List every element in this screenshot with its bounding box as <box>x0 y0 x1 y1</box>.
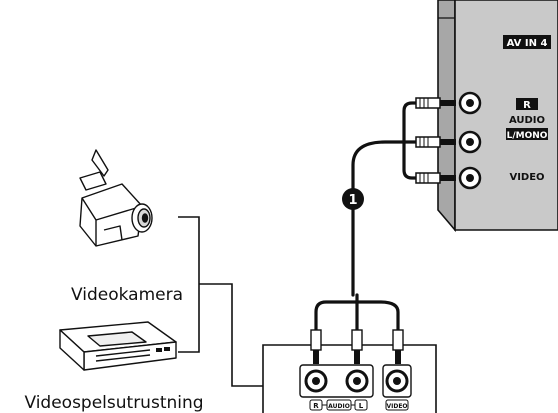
tv-plug-video <box>415 172 456 184</box>
vcr-icon <box>59 321 177 371</box>
tv-panel-side <box>437 0 456 233</box>
source-plug-r <box>310 329 322 364</box>
source-plug-l <box>351 329 363 364</box>
source-jack-r <box>304 369 328 393</box>
source-plug-video <box>392 329 404 364</box>
av-in-badge <box>503 35 551 49</box>
source-jack-video <box>385 369 409 393</box>
source-jack-l <box>345 369 369 393</box>
av-in-label: AV IN 4 <box>507 38 548 49</box>
tv-video-label: VIDEO <box>509 172 544 183</box>
tv-panel-body <box>454 0 558 231</box>
r-badge <box>516 98 538 110</box>
source-audio-label: AUDIO <box>328 403 350 410</box>
camcorder-label: Videokamera <box>71 285 183 305</box>
source-video-label: VIDEO <box>386 403 407 410</box>
tv-rear-panel: AV IN 4 R AUDIO L/MONO VIDEO <box>437 0 558 233</box>
tv-jack-l <box>458 130 482 154</box>
tv-plug-r <box>415 97 456 109</box>
tv-jack-video <box>458 166 482 190</box>
vcr-label: Videospelsutrustning <box>24 393 203 413</box>
callout-number: 1 <box>348 193 357 208</box>
cable-callout: 1 <box>342 188 364 210</box>
source-l-label: L <box>359 402 364 410</box>
tv-r-label: R <box>523 100 531 111</box>
source-jack-panel: R AUDIO L VIDEO <box>262 329 437 413</box>
device-bracket <box>178 216 263 387</box>
camcorder-icon <box>79 149 153 247</box>
lmono-badge <box>506 128 548 140</box>
tv-jack-r <box>458 91 482 115</box>
tv-lmono-label: L/MONO <box>507 131 548 141</box>
source-r-label: R <box>313 402 319 410</box>
av-cable <box>314 101 418 332</box>
tv-plug-l <box>415 136 456 148</box>
tv-audio-label: AUDIO <box>509 115 545 126</box>
